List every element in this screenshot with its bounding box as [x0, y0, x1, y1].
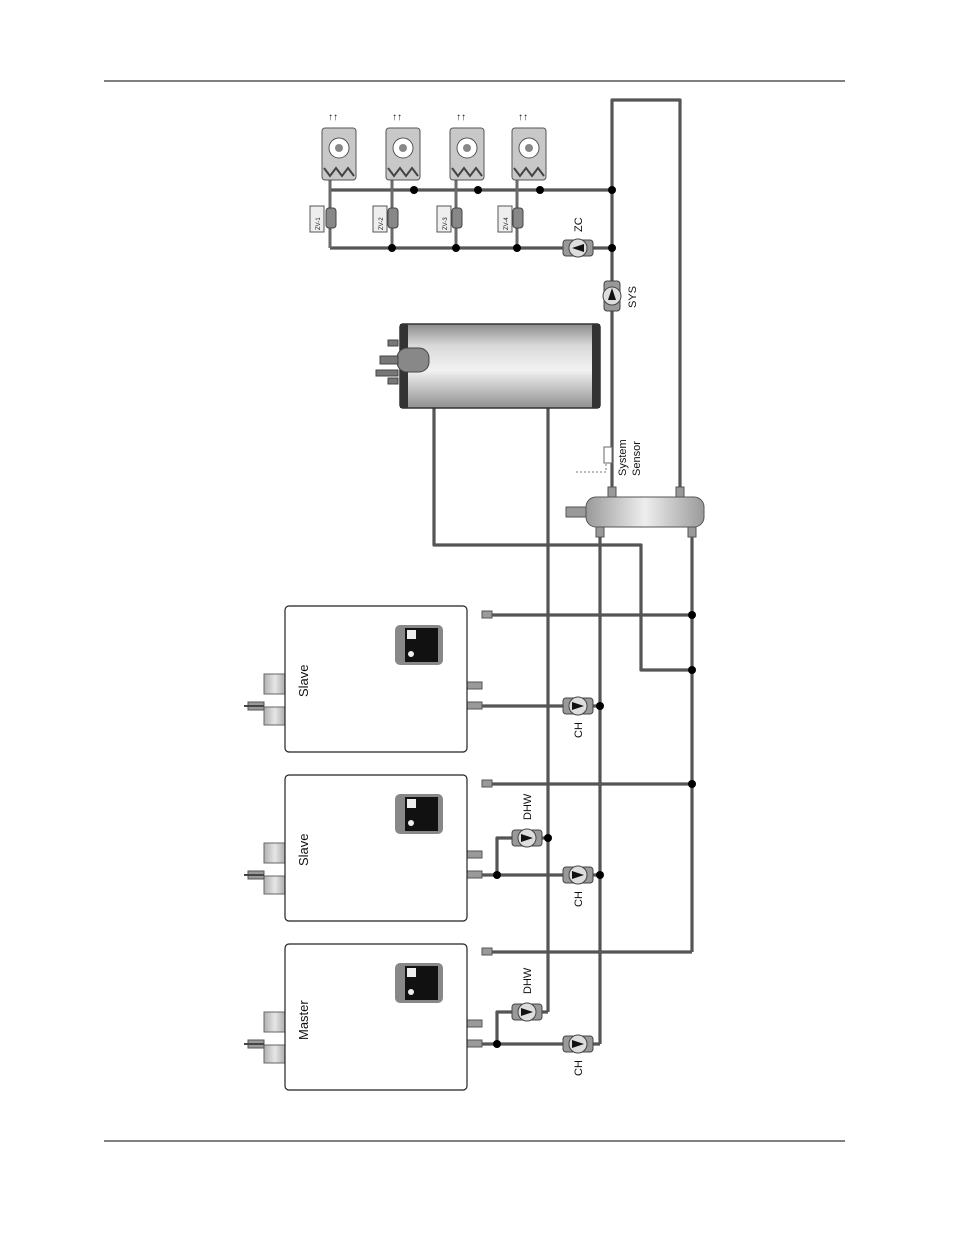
pump-ch-3: CH — [563, 697, 593, 738]
hydraulic-separator — [566, 487, 704, 537]
pump-label: CH — [573, 722, 585, 738]
pump-zc: ZC — [563, 217, 593, 257]
zone-valve-label: ZV-3 — [443, 217, 449, 230]
indirect-water-heater — [376, 324, 600, 408]
zone-valve-label: ZV-1 — [316, 217, 322, 230]
pump-label: SYS — [627, 286, 639, 308]
pump-label: DHW — [522, 967, 534, 994]
boiler-label: Slave — [296, 833, 311, 866]
boiler-label: Slave — [296, 664, 311, 697]
boiler-master: Master — [244, 944, 492, 1090]
zone-heater-2: ↑↑ — [386, 112, 420, 180]
pump-ch-2: CH — [563, 866, 593, 907]
pump-dhw-2: DHW — [512, 793, 542, 847]
control-panel — [395, 625, 443, 665]
arrows-icon: ↑↑ — [392, 112, 402, 123]
zone-heater-3: ↑↑ — [450, 112, 484, 180]
zone-valve-label: ZV-2 — [379, 217, 385, 230]
pump-label: CH — [573, 891, 585, 907]
arrows-icon: ↑↑ — [328, 112, 338, 123]
zone-valve-1: ZV-1 — [310, 206, 336, 232]
system-sensor: System Sensor — [604, 439, 643, 476]
zone-valve-2: ZV-2 — [373, 206, 398, 232]
pump-label: DHW — [522, 793, 534, 820]
zone-valve-label: ZV-4 — [504, 217, 510, 230]
boiler-slave-2: Slave — [244, 606, 492, 752]
control-panel — [395, 963, 443, 1003]
control-panel — [395, 794, 443, 834]
boiler-label: Master — [296, 1000, 311, 1040]
sensor-label-line2: Sensor — [631, 441, 643, 476]
pump-ch-1: CH — [563, 1035, 593, 1076]
zone-heater-1: ↑↑ — [322, 112, 356, 180]
pump-label: ZC — [573, 217, 585, 232]
pump-label: CH — [573, 1060, 585, 1076]
pump-dhw-1: DHW — [512, 967, 542, 1021]
zone-valve-4: ZV-4 — [498, 206, 523, 232]
zone-valve-3: ZV-3 — [437, 206, 462, 232]
boiler-slave-1: Slave — [244, 775, 492, 921]
arrows-icon: ↑↑ — [518, 112, 528, 123]
arrows-icon: ↑↑ — [456, 112, 466, 123]
sensor-label-line1: System — [617, 439, 629, 476]
pump-sys: SYS — [603, 281, 639, 311]
zone-heater-4: ↑↑ — [512, 112, 546, 180]
